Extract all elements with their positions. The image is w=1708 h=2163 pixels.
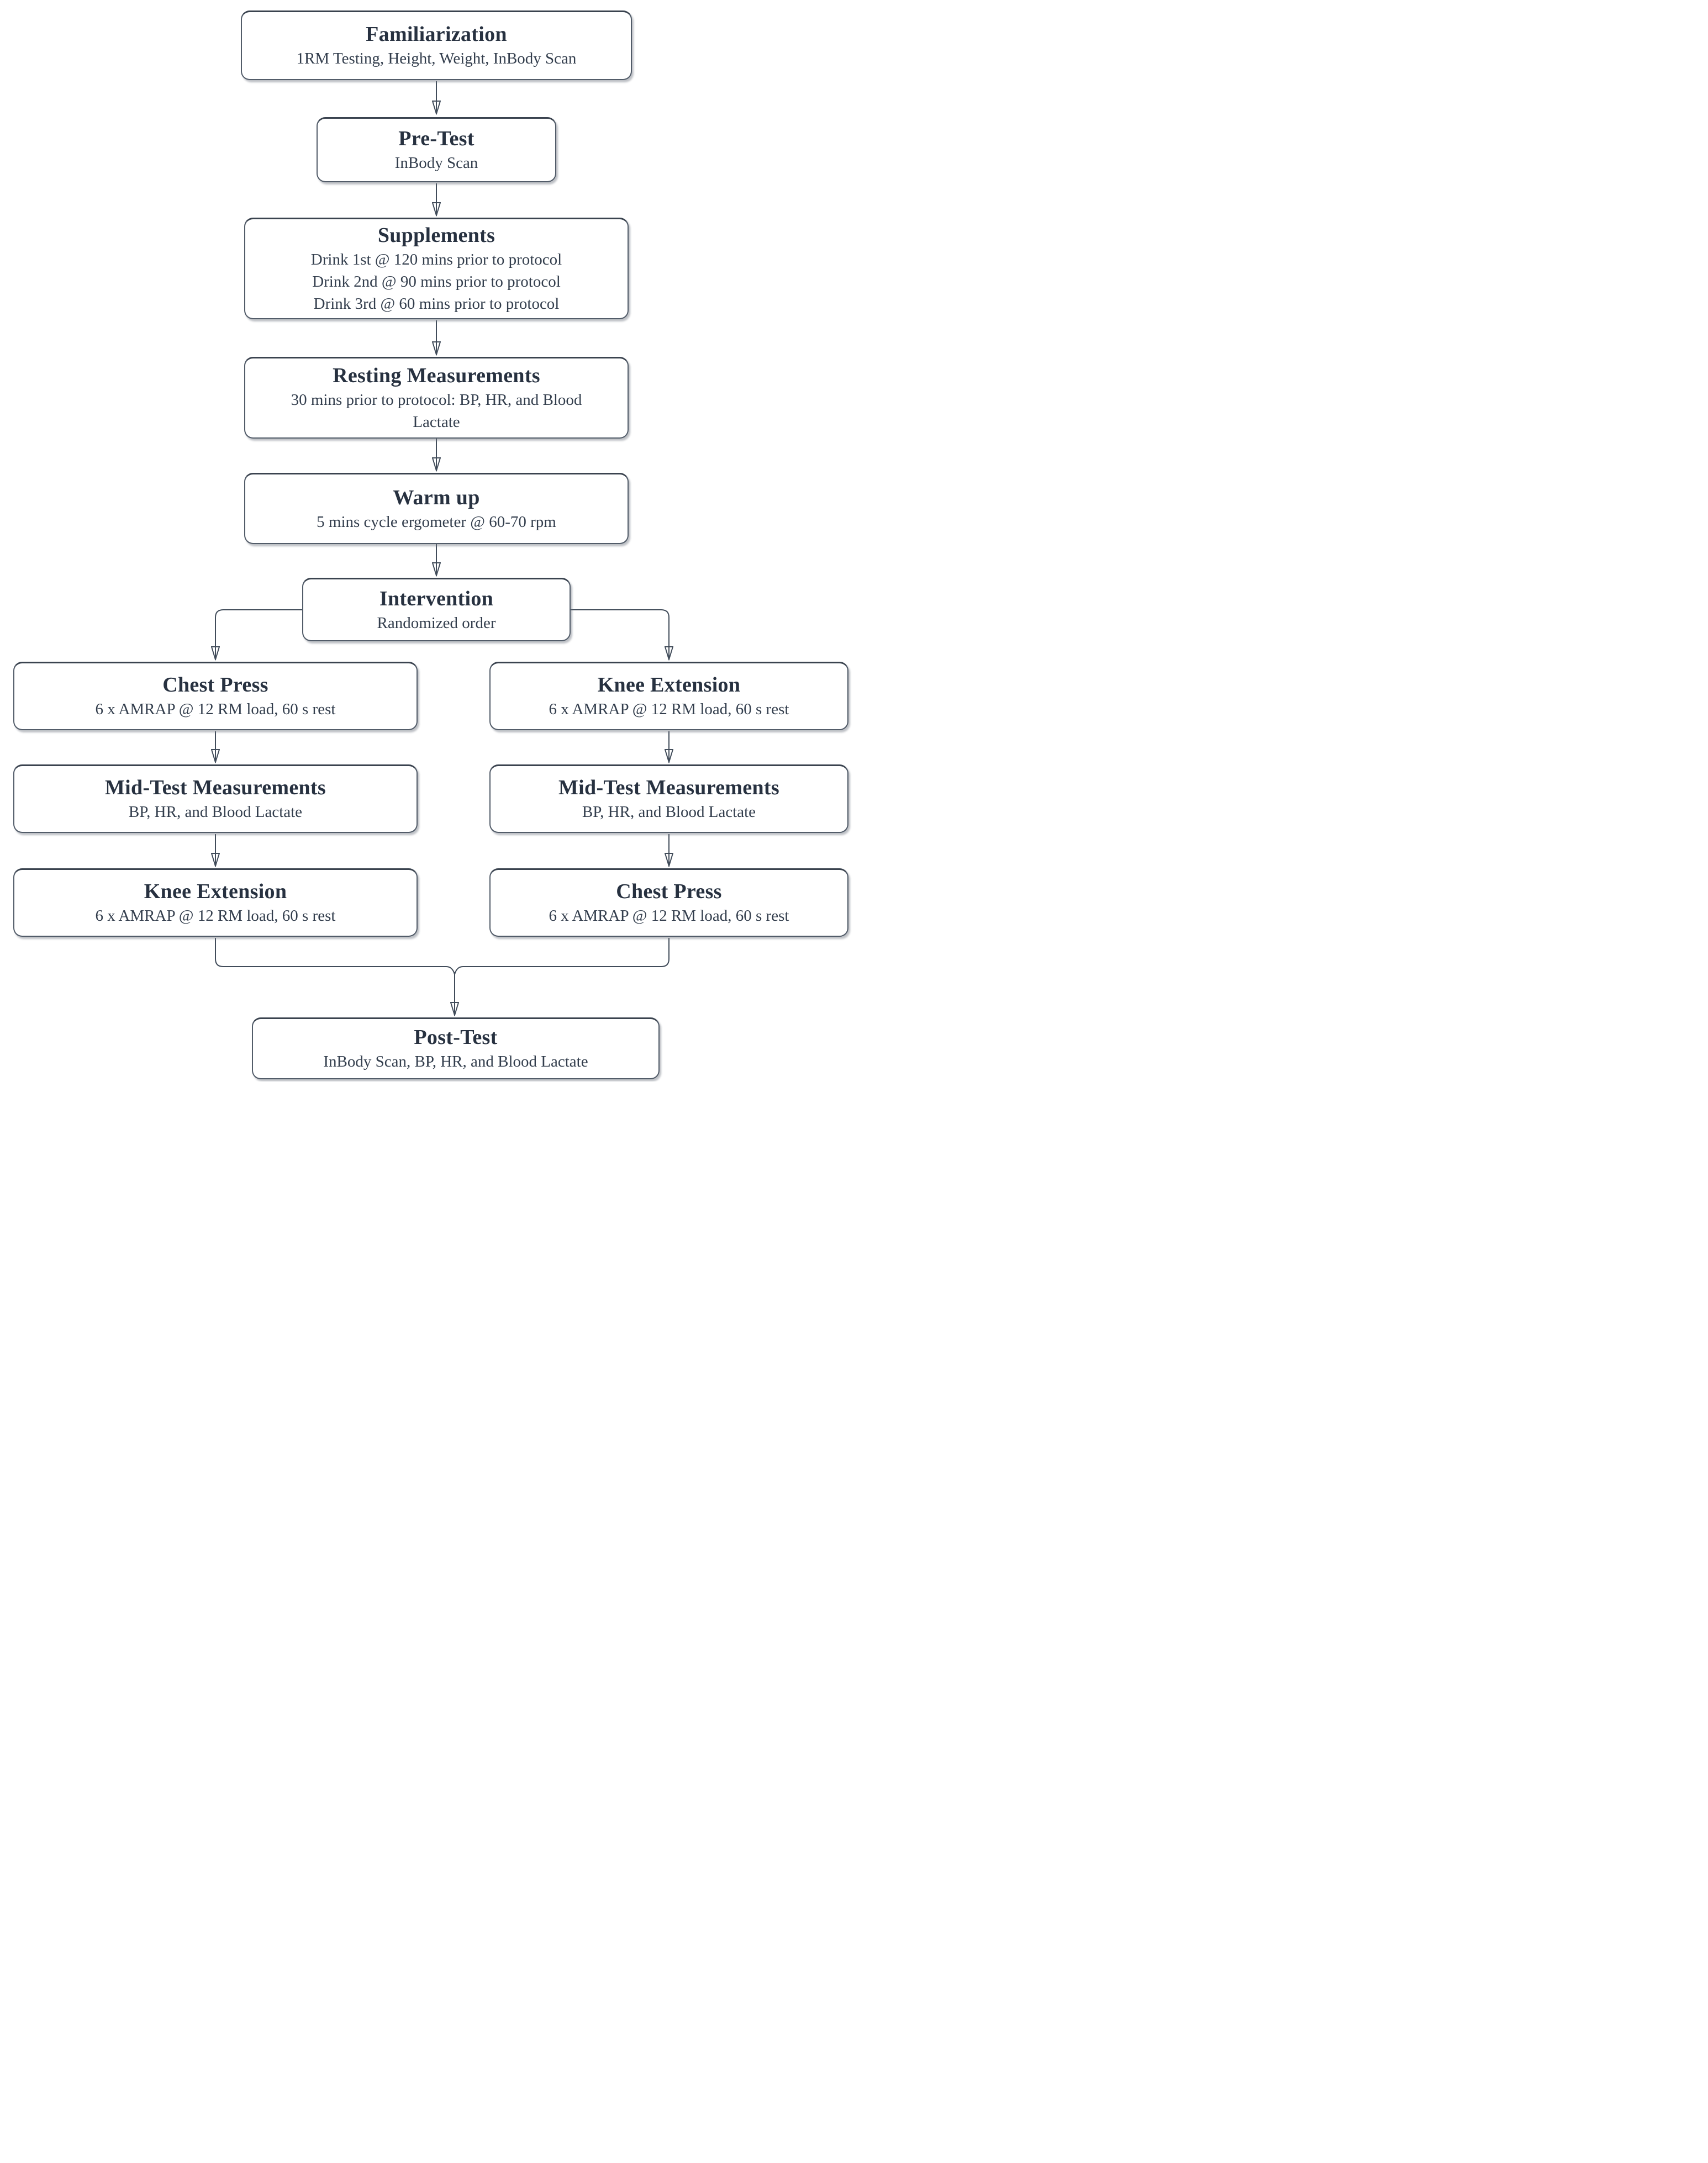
node-left-mid-test: Mid-Test Measurements BP, HR, and Blood … xyxy=(13,764,418,833)
flowchart-connectors xyxy=(0,81,854,1082)
node-supplements-detail-2: Drink 2nd @ 90 mins prior to protocol xyxy=(312,273,561,291)
merge-left-step3-to-posttest xyxy=(215,938,455,975)
flowchart-canvas: Familiarization 1RM Testing, Height, Wei… xyxy=(0,0,854,1082)
node-right-mid-test-detail: BP, HR, and Blood Lactate xyxy=(582,803,756,821)
node-supplements: Supplements Drink 1st @ 120 mins prior t… xyxy=(244,218,629,319)
node-resting-measurements-title: Resting Measurements xyxy=(333,364,540,387)
branch-intervention-to-left-step1 xyxy=(215,609,302,660)
node-left-mid-test-title: Mid-Test Measurements xyxy=(105,776,326,799)
node-left-mid-test-detail: BP, HR, and Blood Lactate xyxy=(128,803,303,821)
node-familiarization: Familiarization 1RM Testing, Height, Wei… xyxy=(241,10,632,80)
node-pre-test-detail: InBody Scan xyxy=(394,154,478,172)
node-right-mid-test-title: Mid-Test Measurements xyxy=(558,776,779,799)
node-post-test-title: Post-Test xyxy=(414,1026,498,1049)
node-left-knee-extension-detail: 6 x AMRAP @ 12 RM load, 60 s rest xyxy=(95,907,336,925)
node-familiarization-detail: 1RM Testing, Height, Weight, InBody Scan xyxy=(296,50,577,67)
node-supplements-detail-1: Drink 1st @ 120 mins prior to protocol xyxy=(310,251,562,268)
node-intervention-title: Intervention xyxy=(379,587,494,610)
branch-intervention-to-right-step1 xyxy=(571,609,669,660)
merge-right-step3-to-posttest xyxy=(454,938,670,975)
node-resting-measurements: Resting Measurements 30 mins prior to pr… xyxy=(244,357,629,439)
node-intervention: Intervention Randomized order xyxy=(302,578,571,641)
node-pre-test-title: Pre-Test xyxy=(398,127,475,150)
node-resting-measurements-detail-2: Lactate xyxy=(413,413,460,431)
node-right-knee-extension-title: Knee Extension xyxy=(597,673,741,697)
node-right-chest-press-detail: 6 x AMRAP @ 12 RM load, 60 s rest xyxy=(549,907,789,925)
node-right-knee-extension-detail: 6 x AMRAP @ 12 RM load, 60 s rest xyxy=(549,700,789,718)
node-right-knee-extension: Knee Extension 6 x AMRAP @ 12 RM load, 6… xyxy=(489,662,848,730)
node-right-mid-test: Mid-Test Measurements BP, HR, and Blood … xyxy=(489,764,848,833)
node-warm-up-title: Warm up xyxy=(393,486,480,509)
node-supplements-detail-3: Drink 3rd @ 60 mins prior to protocol xyxy=(313,295,560,313)
node-right-chest-press-title: Chest Press xyxy=(616,880,722,903)
node-post-test-detail: InBody Scan, BP, HR, and Blood Lactate xyxy=(323,1053,588,1070)
node-left-chest-press: Chest Press 6 x AMRAP @ 12 RM load, 60 s… xyxy=(13,662,418,730)
node-left-knee-extension-title: Knee Extension xyxy=(144,880,287,903)
node-familiarization-title: Familiarization xyxy=(366,23,507,46)
node-post-test: Post-Test InBody Scan, BP, HR, and Blood… xyxy=(252,1017,660,1079)
node-warm-up: Warm up 5 mins cycle ergometer @ 60-70 r… xyxy=(244,473,629,544)
node-intervention-detail: Randomized order xyxy=(377,614,496,632)
node-left-knee-extension: Knee Extension 6 x AMRAP @ 12 RM load, 6… xyxy=(13,868,418,937)
node-warm-up-detail: 5 mins cycle ergometer @ 60-70 rpm xyxy=(317,513,556,531)
node-pre-test: Pre-Test InBody Scan xyxy=(317,117,556,182)
node-right-chest-press: Chest Press 6 x AMRAP @ 12 RM load, 60 s… xyxy=(489,868,848,937)
node-left-chest-press-title: Chest Press xyxy=(162,673,268,697)
node-supplements-title: Supplements xyxy=(377,224,495,247)
node-left-chest-press-detail: 6 x AMRAP @ 12 RM load, 60 s rest xyxy=(95,700,336,718)
node-resting-measurements-detail-1: 30 mins prior to protocol: BP, HR, and B… xyxy=(291,391,582,409)
